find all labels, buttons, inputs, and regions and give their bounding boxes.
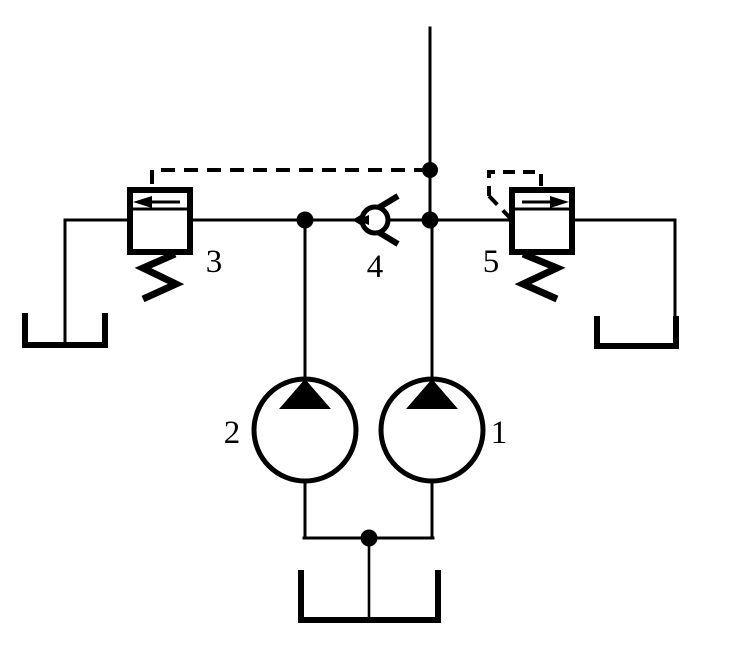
relief-valve-3-spring <box>134 250 185 303</box>
reservoir-left <box>22 313 108 348</box>
relief-valve-5-label: 5 <box>483 244 500 280</box>
relief-valve-3-flow-arrow-left <box>133 196 180 208</box>
relief-valve-5-body[interactable] <box>509 187 575 255</box>
relief-valve-3[interactable]: 3 <box>127 187 223 303</box>
reservoir-left-group <box>22 218 108 348</box>
main-pressure-line-group <box>63 26 677 224</box>
pump-2-label: 2 <box>224 415 241 451</box>
junction-dot-pilot-tap <box>422 162 438 178</box>
reservoir-right-group <box>594 218 679 349</box>
relief-valve-5-spring <box>514 250 566 303</box>
check-valve-4-label: 4 <box>367 249 384 285</box>
reservoir-bottom <box>298 570 441 623</box>
reservoir-bottom-group <box>298 536 441 623</box>
junction-dot-main-rail <box>421 211 439 229</box>
pump-1-flow-triangle <box>406 379 458 409</box>
relief-valve-5[interactable]: 5 <box>483 187 575 303</box>
relief-valve-5-flow-arrow-right <box>522 196 569 208</box>
pilot-line-to-valve-3 <box>150 168 428 186</box>
pump-2[interactable]: 2 <box>224 220 359 540</box>
pump-1[interactable]: 1 <box>378 220 508 540</box>
junction-dot-pump2-branch <box>296 211 314 229</box>
check-valve-4[interactable]: 4 <box>352 193 400 285</box>
relief-valve-3-label: 3 <box>206 244 223 280</box>
pilot-line-to-valve-5 <box>487 170 543 196</box>
pilot-lines-group <box>150 168 543 224</box>
pump-1-label: 1 <box>491 415 508 451</box>
reservoir-right <box>594 316 679 349</box>
relief-valve-3-body[interactable] <box>127 187 193 255</box>
pump-2-flow-triangle <box>279 379 331 409</box>
junction-dots-group <box>296 162 439 547</box>
check-valve-4-flow-arrow <box>357 215 369 225</box>
